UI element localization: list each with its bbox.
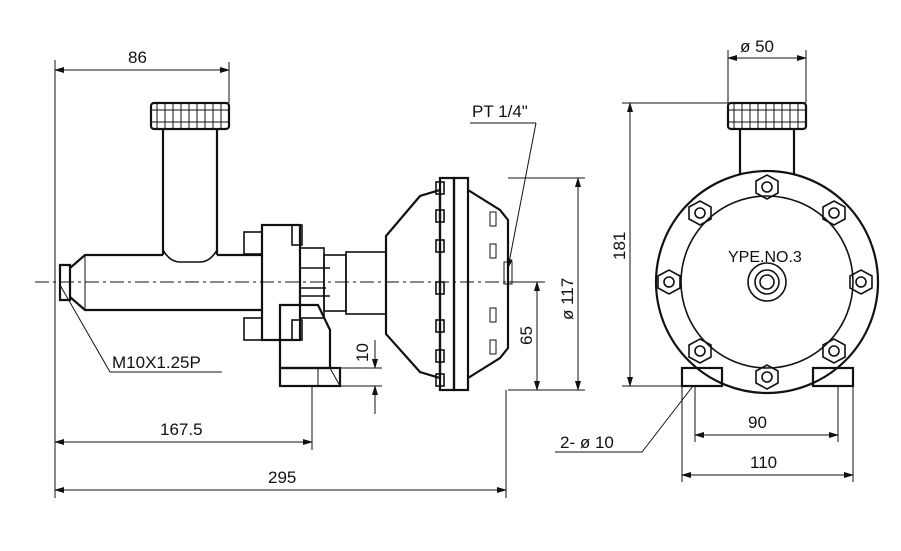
side-view: 86 PT 1/4" ø 117 65 10 M10X1.25P 167.5 2… (35, 48, 585, 498)
front-bolts (657, 174, 873, 390)
model-plate-label: YPE.NO.3 (728, 249, 802, 266)
holes-label: 2- ø 10 (560, 433, 614, 452)
dim-phi117: ø 117 (558, 278, 577, 320)
dim-90: 90 (748, 413, 767, 432)
mounting-foot (278, 303, 332, 370)
thread-pt-label: PT 1/4" (472, 102, 528, 121)
front-flange-inner (680, 195, 854, 369)
dim-10: 10 (353, 343, 372, 362)
pump-housing (384, 188, 442, 380)
inlet-nozzle (58, 263, 72, 302)
dim-phi50: ø 50 (740, 37, 774, 56)
center-boss (747, 262, 787, 302)
front-foot-left (680, 366, 724, 388)
front-view: YPE.NO.3 ø 50 181 2- ø 10 90 110 (555, 37, 880, 482)
inlet-tube (69, 253, 262, 312)
outlet-pipe (161, 129, 219, 255)
dim-167-5: 167.5 (160, 420, 203, 439)
dim-295: 295 (268, 468, 296, 487)
front-foot-right (811, 366, 855, 388)
dim-86: 86 (128, 48, 147, 67)
dim-110: 110 (750, 453, 777, 472)
dim-181: 181 (610, 232, 629, 260)
front-outlet-pipe (738, 129, 796, 175)
front-outlet-cap (726, 101, 808, 131)
flange-bolts (435, 181, 445, 387)
thread-m10-label: M10X1.25P (112, 353, 201, 372)
dim-65: 65 (517, 326, 536, 345)
front-flange-outer (654, 169, 880, 395)
pump-cover (467, 189, 510, 379)
outlet-cap (149, 101, 231, 131)
